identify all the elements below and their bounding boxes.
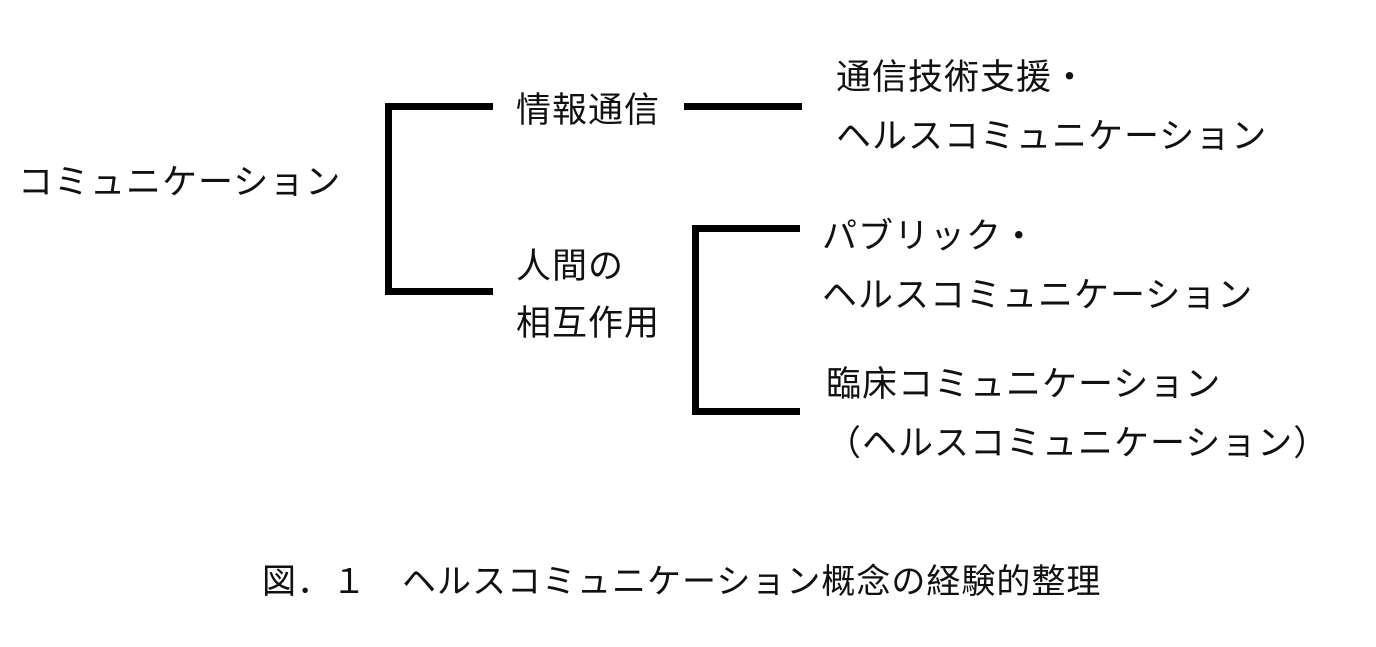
human-bracket-vertical xyxy=(692,225,699,415)
branch-human-interaction-line1: 人間の xyxy=(516,247,625,287)
root-bracket-top-arm xyxy=(385,103,493,110)
human-bracket-top-arm xyxy=(692,225,800,232)
leaf-clinical-comm-line2: （ヘルスコミュニケーション） xyxy=(826,424,1330,464)
branch-human-interaction-line2: 相互作用 xyxy=(516,304,661,344)
leaf-public-health-comm-line1: パブリック・ xyxy=(822,217,1038,257)
leaf-tech-support-line2: ヘルスコミュニケーション xyxy=(836,117,1268,157)
human-bracket-bottom-arm xyxy=(692,408,800,415)
root-bracket-vertical xyxy=(385,103,392,295)
leaf-public-health-comm-line2: ヘルスコミュニケーション xyxy=(822,276,1254,316)
figure-caption: 図．１ ヘルスコミュニケーション概念の経験的整理 xyxy=(262,562,1102,602)
root-node-communication: コミュニケーション xyxy=(18,163,342,203)
root-bracket-bottom-arm xyxy=(385,288,493,295)
branch-info-communication: 情報通信 xyxy=(516,91,661,131)
info-connector-line xyxy=(684,103,802,110)
leaf-tech-support-line1: 通信技術支援・ xyxy=(836,58,1089,98)
leaf-clinical-comm-line1: 臨床コミュニケーション xyxy=(826,365,1222,405)
